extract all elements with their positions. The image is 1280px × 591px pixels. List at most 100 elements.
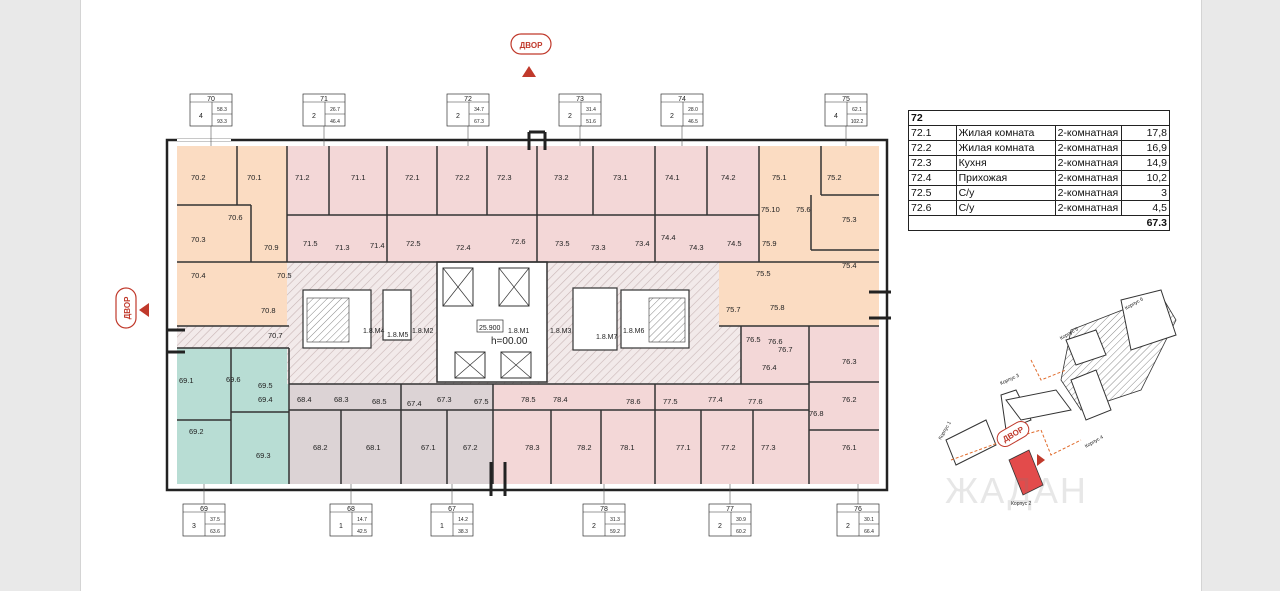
apartment-living-area: 28.0 bbox=[688, 107, 698, 113]
room-label: 75.6 bbox=[796, 205, 811, 214]
room-label: 68.5 bbox=[372, 397, 387, 406]
info-cell-name: Прихожая bbox=[955, 170, 1056, 186]
core-label-m6: 1.8.M6 bbox=[623, 328, 645, 335]
level-height: h=00.00 bbox=[491, 336, 528, 347]
apartment-total-area: 42.5 bbox=[357, 529, 367, 535]
info-cell-area: 16,9 bbox=[1121, 140, 1170, 156]
room-label: 72.5 bbox=[406, 239, 421, 248]
info-cell-name: С/у bbox=[955, 200, 1056, 216]
room-label: 77.6 bbox=[748, 397, 763, 406]
apartment-rooms: 1 bbox=[440, 523, 444, 530]
core-label-m7: 1.8.M7 bbox=[596, 334, 618, 341]
walls bbox=[177, 146, 879, 484]
room-label: 68.3 bbox=[334, 395, 349, 404]
apartment-total-area: 60.2 bbox=[736, 529, 746, 535]
apartment-living-area: 30.1 bbox=[864, 517, 874, 523]
core-label-m5: 1.8.M5 bbox=[387, 332, 409, 339]
room-label: 78.4 bbox=[553, 395, 568, 404]
apartment-rooms: 3 bbox=[192, 523, 196, 530]
room-label: 69.1 bbox=[179, 376, 194, 385]
room-label: 72.6 bbox=[511, 237, 526, 246]
info-cell-id: 72.1 bbox=[908, 125, 957, 141]
room-label: 69.6 bbox=[226, 375, 241, 384]
room-label: 73.3 bbox=[591, 243, 606, 252]
apartment-rooms: 2 bbox=[456, 113, 460, 120]
apartment-total-area: 102.2 bbox=[851, 119, 864, 125]
room-label: 71.2 bbox=[295, 173, 310, 182]
dvor-badge-site bbox=[996, 421, 1030, 447]
room-label: 67.3 bbox=[437, 395, 452, 404]
arrow-up-icon bbox=[522, 66, 536, 77]
room-label: 75.2 bbox=[827, 173, 842, 182]
zone-apt-71 bbox=[287, 146, 387, 262]
info-cell-id: 72.3 bbox=[908, 155, 957, 171]
info-cell-area: 10,2 bbox=[1121, 170, 1170, 186]
core-label-m1: 1.8.M1 bbox=[508, 328, 530, 335]
room-label: 74.2 bbox=[721, 173, 736, 182]
apartment-rooms: 2 bbox=[670, 113, 674, 120]
room-label: 70.7 bbox=[268, 331, 283, 340]
apartment-total-area: 63.6 bbox=[210, 529, 220, 535]
room-label: 72.2 bbox=[455, 173, 470, 182]
apartment-living-area: 62.1 bbox=[852, 107, 862, 113]
info-cell-area: 4,5 bbox=[1121, 200, 1170, 216]
room-label: 74.1 bbox=[665, 173, 680, 182]
apartment-tags-top: 70458.393.371226.746.472234.767.373231.4… bbox=[189, 93, 868, 146]
room-label: 71.5 bbox=[303, 239, 318, 248]
room-label: 78.3 bbox=[525, 443, 540, 452]
common-corridor-left bbox=[177, 326, 289, 348]
room-label: 76.7 bbox=[778, 345, 793, 354]
info-cell-area: 14,9 bbox=[1121, 155, 1170, 171]
apartment-number: 68 bbox=[347, 506, 355, 513]
apartment-living-area: 30.9 bbox=[736, 517, 746, 523]
info-table-title: 72 bbox=[908, 110, 1170, 126]
info-cell-type: 2-комнатная bbox=[1054, 170, 1123, 186]
apartment-rooms: 2 bbox=[568, 113, 572, 120]
apartment-rooms: 1 bbox=[339, 523, 343, 530]
apartment-living-area: 58.3 bbox=[217, 107, 227, 113]
room-label: 69.4 bbox=[258, 395, 273, 404]
zone-apt-75 bbox=[759, 146, 879, 326]
room-label: 73.5 bbox=[555, 239, 570, 248]
room-label: 68.2 bbox=[313, 443, 328, 452]
room-label: 74.4 bbox=[661, 233, 676, 242]
apartment-rooms: 2 bbox=[312, 113, 316, 120]
room-label: 69.5 bbox=[258, 381, 273, 390]
apartment-number: 69 bbox=[200, 506, 208, 513]
info-cell-id: 72.4 bbox=[908, 170, 957, 186]
apartment-rooms: 4 bbox=[199, 113, 203, 120]
room-label: 74.5 bbox=[727, 239, 742, 248]
apartment-living-area: 31.4 bbox=[586, 107, 596, 113]
room-m7 bbox=[572, 287, 618, 351]
apartment-total-area: 66.4 bbox=[864, 529, 874, 535]
room-label: 76.5 bbox=[746, 335, 761, 344]
info-cell-type: 2-комнатная bbox=[1054, 185, 1123, 201]
room-label: 70.2 bbox=[191, 173, 206, 182]
common-corridor-right bbox=[719, 326, 741, 384]
apartment-living-area: 14.2 bbox=[458, 517, 468, 523]
stair-right bbox=[648, 297, 686, 343]
room-label: 78.2 bbox=[577, 443, 592, 452]
apartment-living-area: 31.3 bbox=[610, 517, 620, 523]
core-label-m4: 1.8.M4 bbox=[363, 328, 385, 335]
room-label: 78.5 bbox=[521, 395, 536, 404]
apartment-living-area: 34.7 bbox=[474, 107, 484, 113]
zone-apt-77 bbox=[655, 384, 809, 484]
room-label: 75.4 bbox=[842, 261, 857, 270]
info-cell-name: С/у bbox=[955, 185, 1056, 201]
apartment-number: 75 bbox=[842, 96, 850, 103]
apartment-total-area: 38.3 bbox=[458, 529, 468, 535]
room-label: 77.2 bbox=[721, 443, 736, 452]
apartment-rooms: 4 bbox=[834, 113, 838, 120]
room-label: 70.4 bbox=[191, 271, 206, 280]
